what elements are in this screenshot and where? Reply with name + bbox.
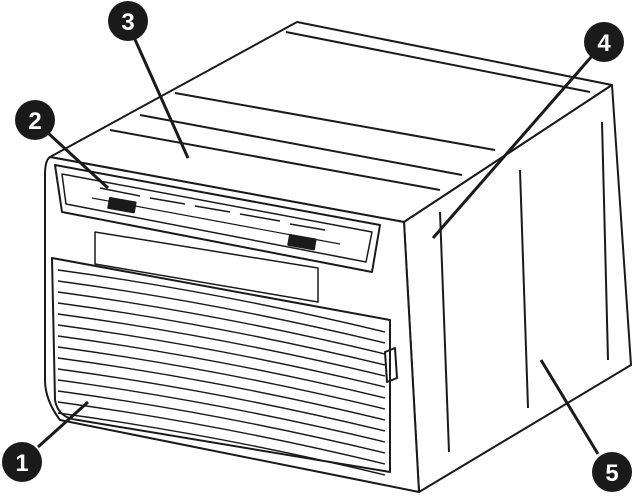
top-slot-3 [139, 114, 463, 176]
louver [57, 368, 386, 432]
leader-line-2 [46, 131, 110, 190]
louver [57, 313, 386, 377]
top-slot-1 [285, 31, 591, 93]
control-panel [54, 164, 381, 273]
callout-badge [584, 22, 624, 62]
callout-badge [2, 442, 42, 482]
louver [57, 335, 386, 399]
callout-5-label: 5 [605, 460, 618, 487]
callout-badge [108, 1, 148, 41]
louver [57, 412, 386, 476]
callout-4: 4 [584, 22, 624, 62]
top-slot-4 [109, 129, 441, 191]
front-window [94, 231, 319, 303]
side-slot-3 [601, 121, 609, 361]
louver [57, 302, 386, 366]
display-button [287, 234, 317, 251]
callout-2-label: 2 [28, 108, 41, 135]
side-slot-1 [439, 211, 450, 453]
callout-3: 3 [108, 1, 148, 41]
side-tab [384, 347, 398, 383]
top-slot-2 [174, 92, 496, 151]
callout-badge [592, 452, 632, 492]
ac-unit-outline [44, 21, 632, 493]
callout-2: 2 [15, 100, 55, 140]
leader-line-1 [36, 400, 90, 449]
grille-louvers [57, 269, 386, 476]
callout-1-label: 1 [15, 450, 28, 477]
display-button [107, 197, 137, 214]
callout-3-label: 3 [121, 9, 134, 36]
louver [57, 379, 386, 443]
louver [57, 390, 386, 454]
louver [57, 280, 386, 344]
callout-1: 1 [2, 442, 42, 482]
leader-line-4 [431, 55, 594, 239]
leader-line-3 [131, 34, 190, 159]
leader-line-5 [539, 359, 600, 455]
louver [57, 346, 386, 410]
louver [57, 357, 386, 421]
side-slot-2 [519, 169, 529, 409]
callout-badge [15, 100, 55, 140]
leader-lines [36, 34, 600, 455]
callout-5: 5 [592, 452, 632, 492]
control-panel-inner [61, 173, 373, 263]
intake-grille [51, 257, 391, 473]
control-vents [99, 187, 326, 231]
louver [57, 291, 386, 355]
louver [57, 269, 386, 333]
louver [57, 401, 386, 465]
callout-4-label: 4 [597, 30, 611, 57]
louver [57, 324, 386, 388]
